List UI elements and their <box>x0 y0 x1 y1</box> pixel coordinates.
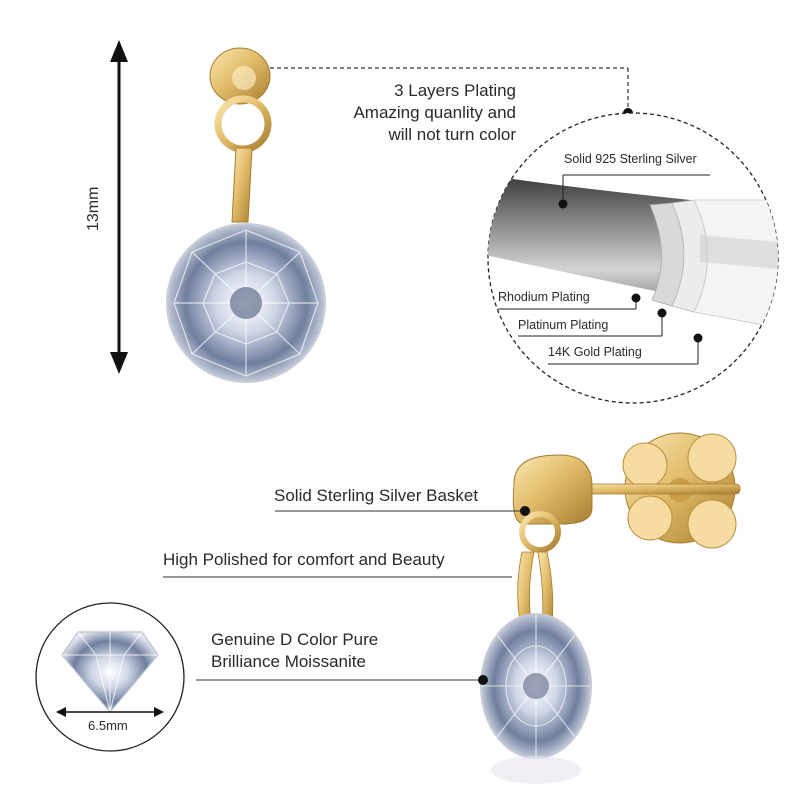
height-dimension-arrow <box>110 40 128 374</box>
rhodium-label: Rhodium Plating <box>498 290 590 304</box>
earring-bottom-image <box>480 432 741 784</box>
height-label: 13mm <box>85 186 102 231</box>
stone-size-circle <box>35 602 185 752</box>
plating-callout-line1: 3 Layers Plating <box>394 81 516 100</box>
core-label: Solid 925 Sterling Silver <box>564 152 697 166</box>
plating-callout-line2: Amazing quanlity and <box>353 103 516 122</box>
polish-label: High Polished for comfort and Beauty <box>163 550 445 569</box>
earring-top-image <box>166 47 326 383</box>
stone-label-line2: Brilliance Moissanite <box>211 652 366 671</box>
stone-leader <box>196 675 488 685</box>
platinum-label: Platinum Plating <box>518 318 609 332</box>
stone-width-label: 6.5mm <box>88 718 128 733</box>
basket-label: Solid Sterling Silver Basket <box>274 486 479 505</box>
basket-leader <box>275 506 530 516</box>
plating-callout-line3: will not turn color <box>388 125 516 144</box>
cross-section-circle <box>487 112 779 404</box>
stone-label-line1: Genuine D Color Pure <box>211 630 379 649</box>
gold-plating-label: 14K Gold Plating <box>548 345 642 359</box>
